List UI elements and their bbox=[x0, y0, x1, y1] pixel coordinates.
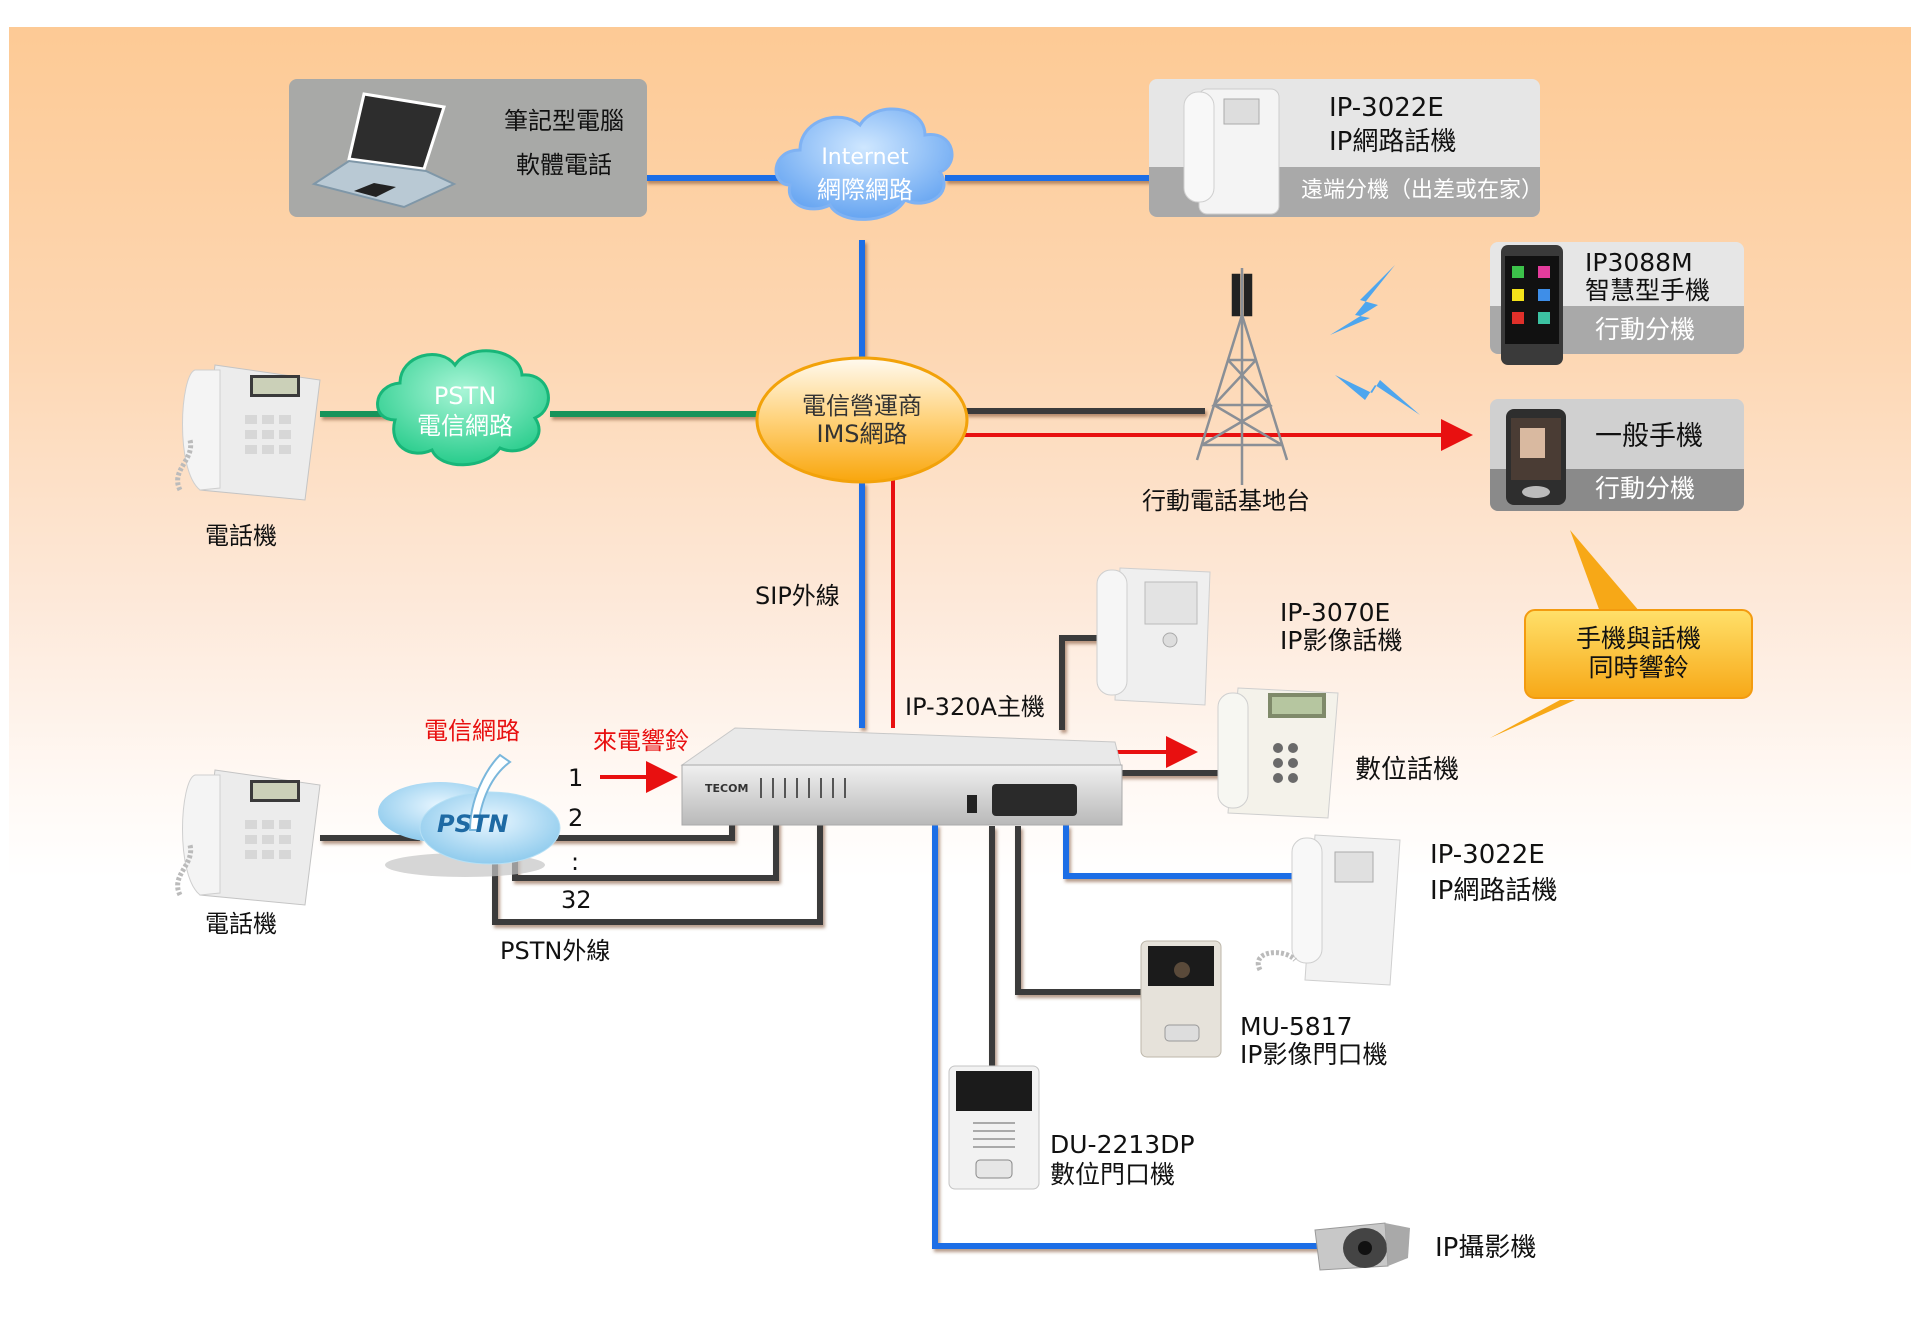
cell-tower-icon bbox=[1195, 268, 1289, 485]
du2213-model: DU-2213DP bbox=[1050, 1130, 1195, 1159]
laptop-subtitle: 軟體電話 bbox=[516, 151, 612, 179]
pstn-cloud-label: PSTN bbox=[433, 382, 497, 410]
trunk-32 bbox=[492, 812, 823, 925]
laptop-title: 筆記型電腦 bbox=[504, 107, 624, 135]
internet-cloud-icon bbox=[774, 107, 954, 221]
sip-trunk-label: SIP外線 bbox=[755, 582, 840, 610]
line-pbx-mu5817 bbox=[1015, 826, 1142, 995]
trunk-number-32: 32 bbox=[561, 886, 592, 914]
pstn-local-cloud-icon bbox=[378, 753, 561, 877]
line-pbx-ipcam bbox=[932, 824, 1320, 1249]
phone-top-label: 電話機 bbox=[205, 522, 277, 550]
callout-bubble bbox=[1490, 530, 1753, 738]
ip3022-local-type: IP網路話機 bbox=[1430, 876, 1558, 906]
laptop-icon bbox=[304, 89, 474, 214]
smartphone-model: IP3088M bbox=[1585, 248, 1693, 277]
du2213-type: 數位門口機 bbox=[1050, 1160, 1176, 1189]
mobile-phone-icon bbox=[1505, 408, 1567, 506]
pbx-chassis bbox=[680, 727, 1123, 826]
smartphone-icon bbox=[1500, 244, 1564, 366]
remote-phone-box: IP-3022E IP網路話機 遠端分機（出差或在家） bbox=[1149, 79, 1540, 217]
mobile-phone-caption: 行動分機 bbox=[1595, 474, 1696, 503]
video-phone-icon bbox=[1085, 560, 1230, 710]
digital-phone-icon bbox=[1198, 678, 1343, 823]
internet-label: Internet bbox=[821, 145, 909, 170]
lightning-icon-lower bbox=[1335, 375, 1420, 415]
pstn-cloud-icon bbox=[376, 349, 550, 467]
pstn-local-cloud-text: PSTN bbox=[437, 810, 509, 838]
trunk-number-1: 1 bbox=[568, 764, 584, 792]
ipcam-label: IP攝影機 bbox=[1435, 1233, 1537, 1263]
digital-phone-label: 數位話機 bbox=[1355, 755, 1460, 785]
lightning-icon-upper bbox=[1330, 265, 1395, 335]
callout-line2: 同時響鈴 bbox=[1588, 653, 1689, 682]
pstn-cloud-label-zh: 電信網路 bbox=[417, 412, 513, 440]
mu5817-model: MU-5817 bbox=[1240, 1012, 1353, 1041]
pbx-label: IP-320A主機 bbox=[905, 693, 1045, 721]
trunk-number-ellipsis: : bbox=[571, 848, 580, 876]
pstn-network-label: 電信網路 bbox=[424, 717, 520, 745]
ims-label: 電信營運商 bbox=[802, 392, 922, 420]
ip-phone-icon-local bbox=[1240, 830, 1415, 990]
incoming-ring-label: 來電響鈴 bbox=[593, 727, 689, 755]
ip3070-type: IP影像話機 bbox=[1280, 626, 1403, 655]
internet-label-zh: 網際網路 bbox=[817, 176, 913, 204]
analog-phone-icon-bottom bbox=[165, 755, 335, 910]
remote-phone-caption: 遠端分機（出差或在家） bbox=[1301, 178, 1540, 203]
pbx-brand: TECOM bbox=[705, 782, 749, 795]
remote-phone-type: IP網路話機 bbox=[1329, 127, 1457, 157]
ims-ellipse bbox=[755, 356, 969, 484]
remote-phone-model: IP-3022E bbox=[1329, 93, 1444, 123]
ip3070-model: IP-3070E bbox=[1280, 598, 1391, 627]
ip3022-local-model: IP-3022E bbox=[1430, 840, 1545, 870]
digital-door-phone-icon bbox=[948, 1065, 1040, 1190]
smartphone-caption: 行動分機 bbox=[1595, 315, 1696, 344]
laptop-softphone-box: 筆記型電腦 軟體電話 bbox=[289, 79, 647, 217]
ip-phone-icon bbox=[1179, 84, 1289, 217]
video-door-phone-icon bbox=[1140, 940, 1222, 1058]
ip-camera-icon bbox=[1310, 1218, 1420, 1278]
tower-label: 行動電話基地台 bbox=[1142, 487, 1310, 515]
callout-line1: 手機與話機 bbox=[1575, 624, 1701, 653]
ims-label-network: IMS網路 bbox=[816, 420, 908, 448]
mu5817-type: IP影像門口機 bbox=[1240, 1040, 1388, 1069]
mobile-phone-type: 一般手機 bbox=[1595, 421, 1703, 452]
phone-bottom-label: 電話機 bbox=[205, 910, 277, 938]
trunk-number-2: 2 bbox=[568, 804, 584, 832]
line-pbx-ip3022 bbox=[1063, 825, 1300, 879]
smartphone-type: 智慧型手機 bbox=[1585, 276, 1711, 305]
pstn-trunk-label: PSTN外線 bbox=[500, 937, 611, 965]
analog-phone-icon-top bbox=[165, 350, 335, 505]
